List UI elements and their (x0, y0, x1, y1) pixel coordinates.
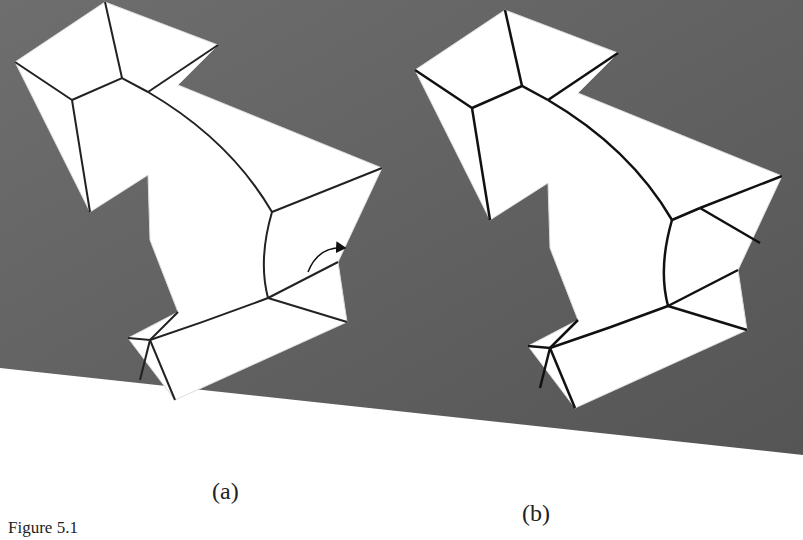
panel-label: (b) (522, 500, 550, 527)
photo-ground (0, 0, 803, 455)
polygon-skeleton (15, 2, 382, 400)
figure-caption: Figure 5.1 (8, 518, 78, 538)
panel-label: (a) (212, 478, 239, 505)
polygon-skeleton (415, 10, 782, 408)
